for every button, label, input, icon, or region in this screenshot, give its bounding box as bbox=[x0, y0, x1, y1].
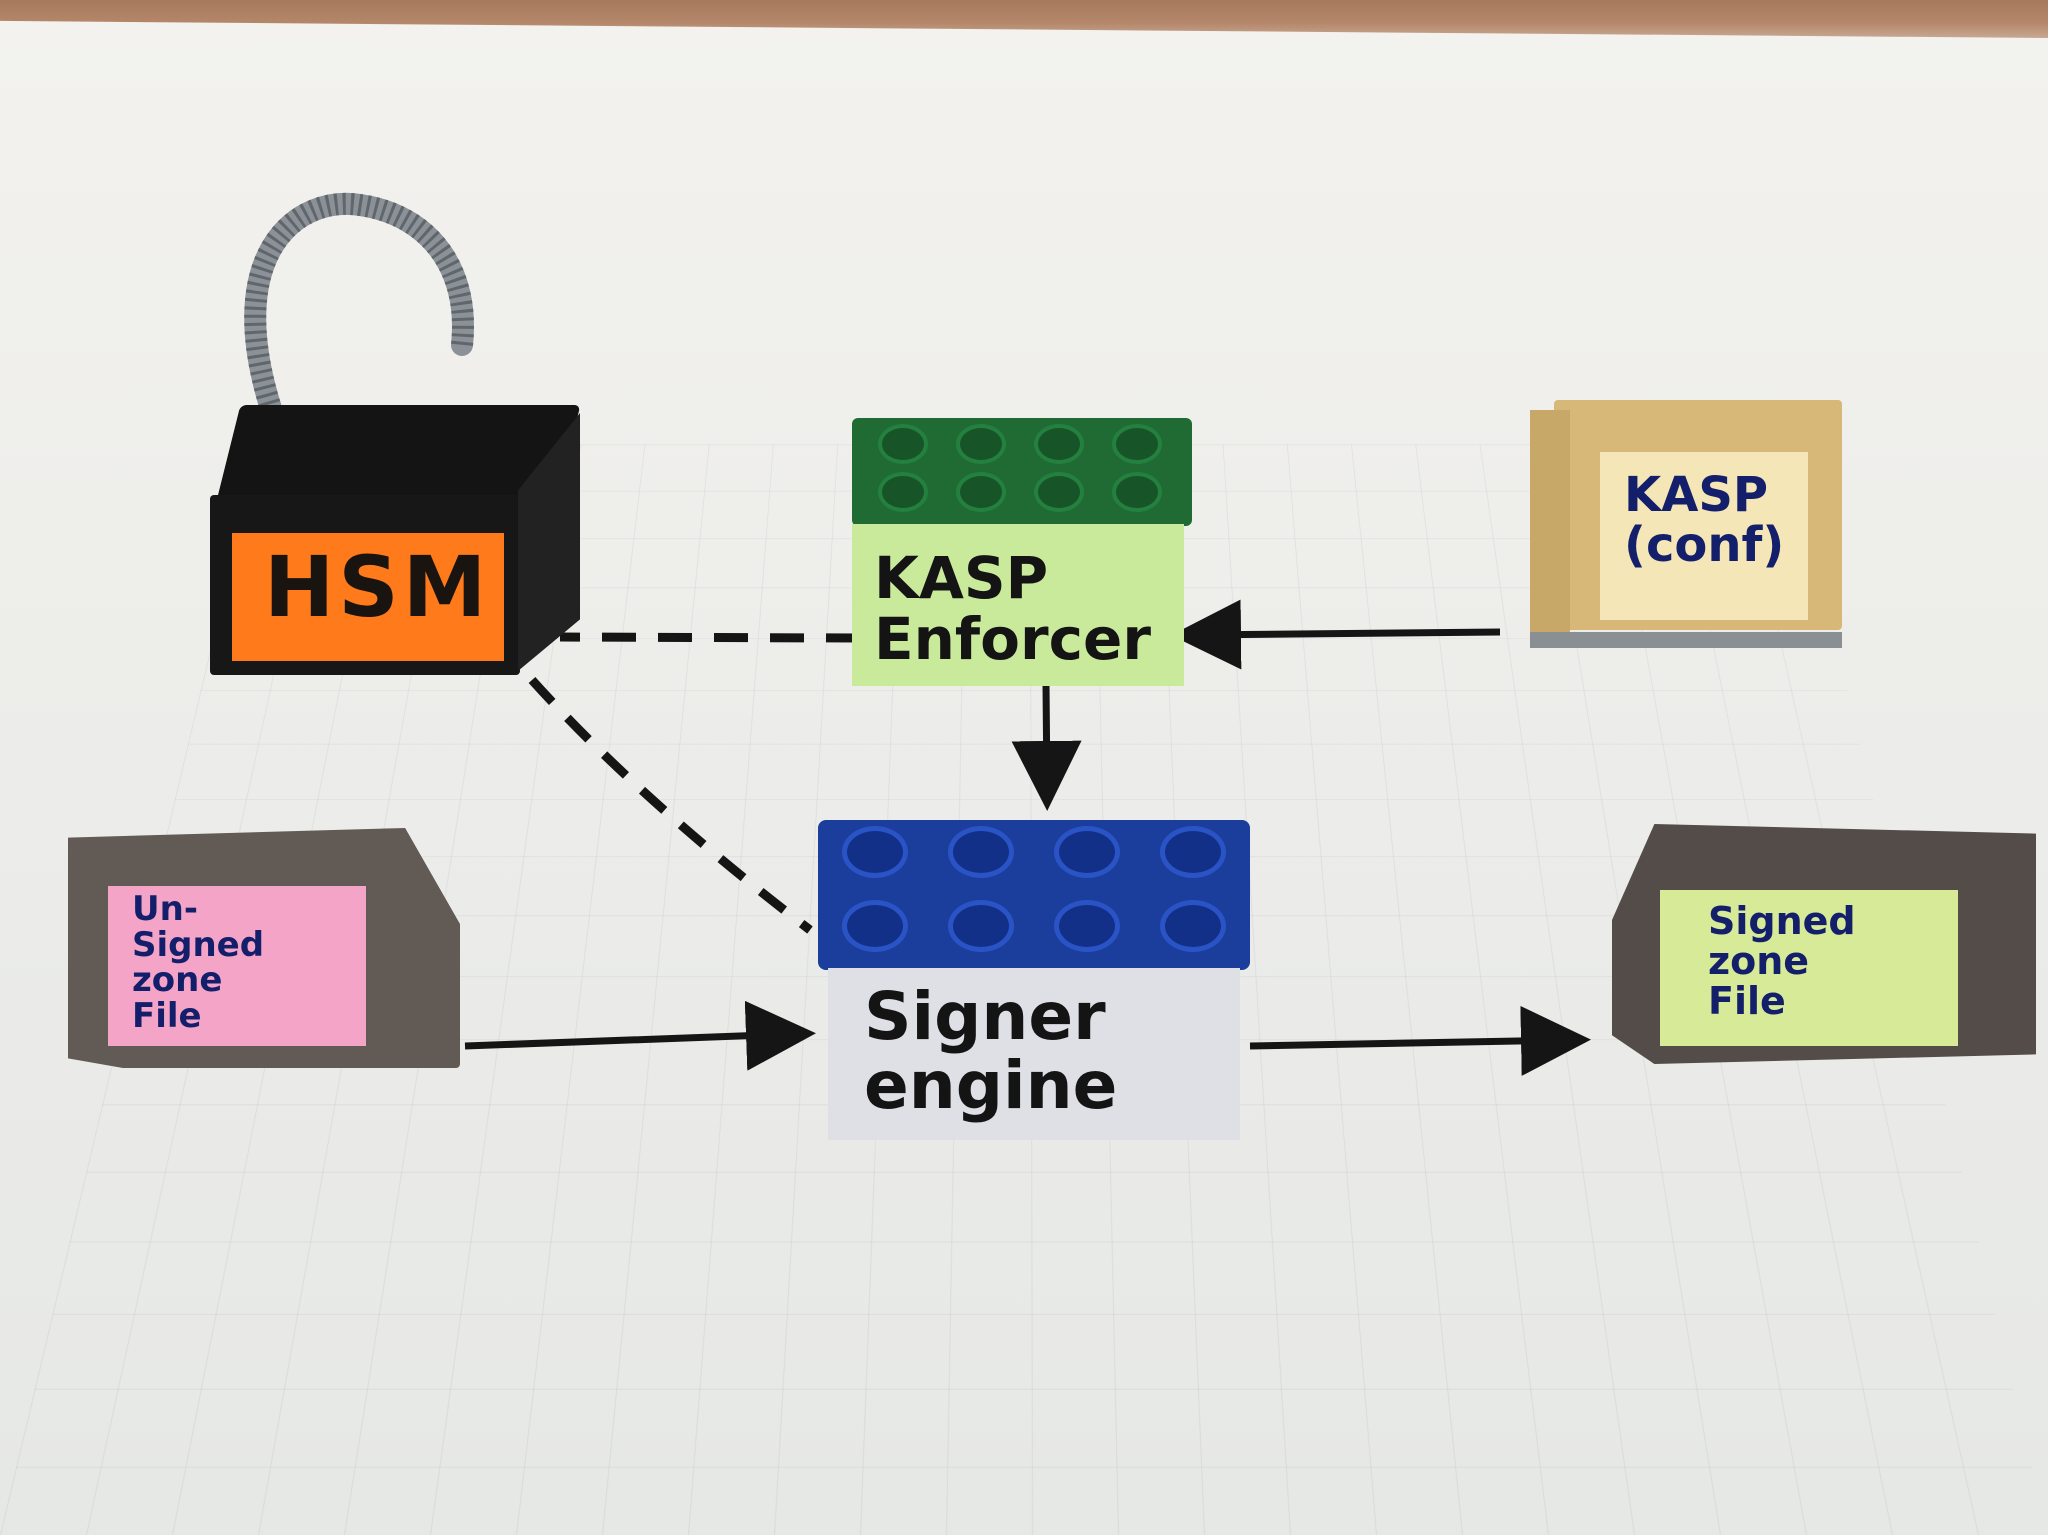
kasp-conf-label: KASP (conf) bbox=[1624, 467, 1785, 574]
unsigned-zone-file-label: Un- Signed zone File bbox=[132, 889, 265, 1037]
arrow-signer-to-signed bbox=[1249, 1005, 1591, 1076]
arrow-enforcer-to-signer bbox=[1011, 684, 1082, 811]
hsm-label-sticker: HSM bbox=[232, 533, 504, 661]
signer-engine-top bbox=[818, 820, 1250, 970]
signed-zone-file-label: Signed zone File bbox=[1708, 899, 1856, 1023]
hsm-cable bbox=[244, 192, 474, 423]
kasp-enforcer-label: KASP Enforcer bbox=[874, 544, 1151, 673]
kasp-conf-block: KASP (conf) bbox=[1530, 400, 1842, 648]
signed-zone-file-sticker: Signed zone File bbox=[1660, 890, 1958, 1046]
signer-engine-front: Signer engine bbox=[828, 968, 1240, 1140]
signed-zone-file-block: Signed zone File bbox=[1612, 824, 2036, 1064]
signer-engine-block: Signer engine bbox=[818, 820, 1250, 1140]
dashed-line-enforcer-to-hsm bbox=[559, 632, 861, 643]
kasp-enforcer-top bbox=[852, 418, 1192, 526]
hsm-cable-ridges bbox=[244, 192, 474, 416]
signer-engine-label: Signer engine bbox=[864, 978, 1118, 1125]
kasp-enforcer-block: KASP Enforcer bbox=[852, 418, 1192, 686]
arrow-unsigned-to-signer bbox=[464, 1000, 816, 1071]
arrow-kasp-conf-to-enforcer bbox=[1171, 599, 1501, 670]
kasp-enforcer-front: KASP Enforcer bbox=[852, 524, 1184, 686]
kasp-conf-sticker: KASP (conf) bbox=[1600, 452, 1808, 620]
hsm-block: HSM bbox=[200, 405, 590, 675]
unsigned-zone-file-sticker: Un- Signed zone File bbox=[108, 886, 366, 1046]
unsigned-zone-file-block: Un- Signed zone File bbox=[68, 828, 460, 1068]
dashed-line-hsm-to-signer bbox=[528, 676, 813, 934]
hsm-label: HSM bbox=[264, 538, 491, 636]
